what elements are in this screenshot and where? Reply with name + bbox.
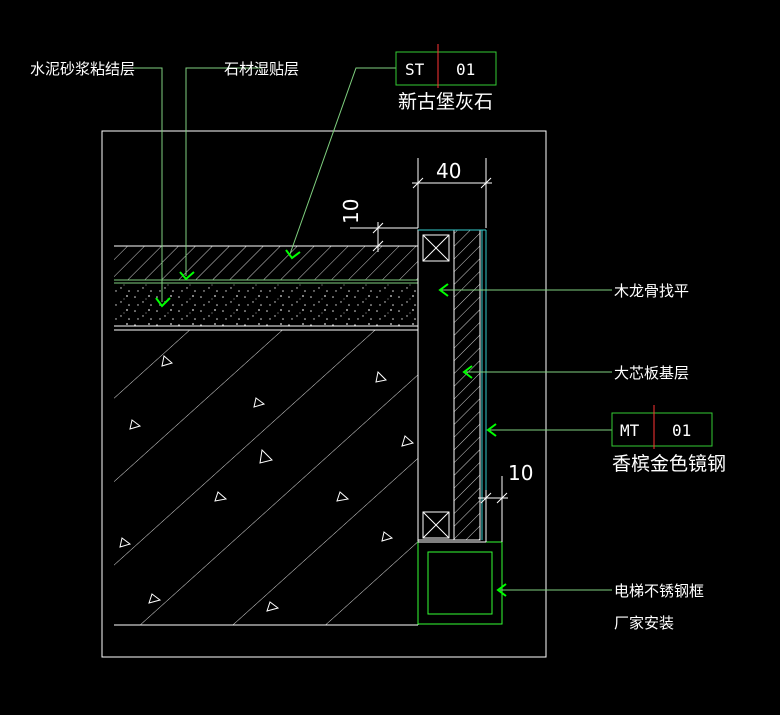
stone-layer xyxy=(114,245,418,280)
stone-material-tag: ST 01 xyxy=(395,44,497,88)
metal-tag-number: 01 xyxy=(672,421,691,440)
leader-arrows xyxy=(155,249,507,597)
dimension-panel-width xyxy=(412,158,492,228)
stone-tag-code: ST xyxy=(405,60,425,79)
label-blockboard: 大芯板基层 xyxy=(614,364,689,382)
stone-tag-number: 01 xyxy=(456,60,475,79)
elevator-steel-frame xyxy=(417,541,503,625)
label-wood-keel: 木龙骨找平 xyxy=(614,282,689,300)
drawing-border xyxy=(101,130,547,658)
cement-mortar-layer xyxy=(114,284,418,327)
dimension-10-bottom-label: 10 xyxy=(508,461,533,485)
label-cement-mortar: 水泥砂浆粘结层 xyxy=(30,60,135,78)
stone-paste-layer xyxy=(114,279,418,284)
leader-stone xyxy=(289,67,396,255)
dimension-stone-offset xyxy=(350,222,418,252)
leader-lines xyxy=(122,67,612,591)
concrete-wall xyxy=(114,329,419,626)
wood-keel xyxy=(417,229,455,541)
stone-material-name: 新古堡灰石 xyxy=(398,91,493,113)
metal-material-tag: MT 01 xyxy=(611,405,713,449)
dimension-10-top-label: 10 xyxy=(339,199,363,224)
metal-tag-code: MT xyxy=(620,421,640,440)
leader-stone-paste xyxy=(185,67,262,276)
dimension-frame-offset xyxy=(478,476,508,542)
label-stone-wet-paste: 石材湿贴层 xyxy=(224,60,299,78)
metal-material-name: 香槟金色镜钢 xyxy=(612,453,726,475)
dimension-40-label: 40 xyxy=(436,159,461,183)
mirror-steel-cladding xyxy=(418,229,487,540)
leader-cement-mortar xyxy=(122,67,163,302)
label-elevator-frame: 电梯不锈钢框 xyxy=(614,582,704,600)
label-elevator-install: 厂家安装 xyxy=(614,614,674,632)
blockboard-layer xyxy=(453,229,481,541)
